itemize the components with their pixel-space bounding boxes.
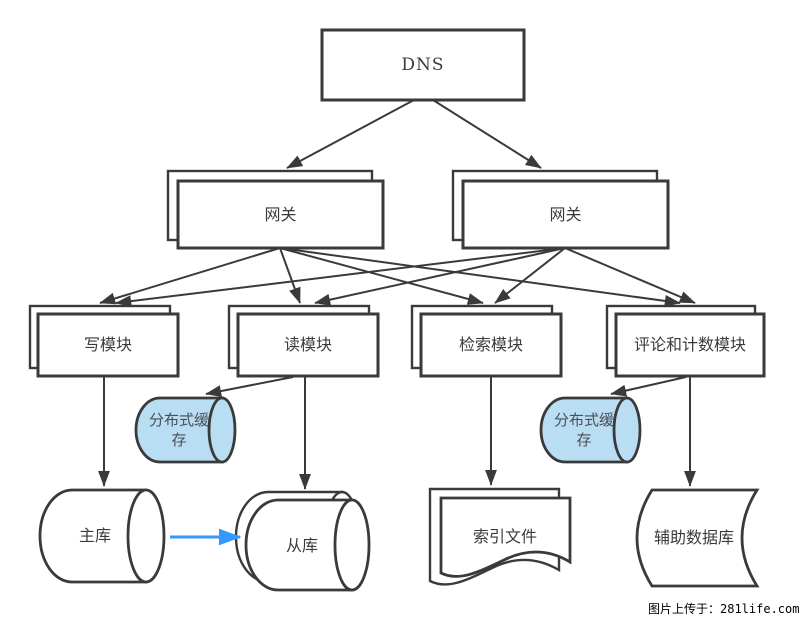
write-module-box xyxy=(28,304,180,378)
edge-gwr-read xyxy=(314,247,566,306)
edge-dns-gateway-left xyxy=(286,99,415,169)
edge-gwr-search xyxy=(494,247,566,304)
write-module-box-front xyxy=(36,312,180,378)
cache-left-cylinder xyxy=(134,396,237,464)
slave-db-cylinder xyxy=(234,490,371,592)
search-module-box xyxy=(410,304,563,378)
read-module-box-front xyxy=(236,312,380,378)
gateway-left-box xyxy=(166,169,385,250)
cache-right-cylinder xyxy=(539,396,642,464)
search-module-box-front xyxy=(419,312,563,378)
comment-count-module-box xyxy=(605,304,766,378)
edge-gwr-write xyxy=(115,247,566,308)
read-module-box xyxy=(227,304,380,378)
index-file-documents xyxy=(428,487,572,586)
gateway-left-box-front xyxy=(176,179,385,250)
edge-gwl-search xyxy=(279,247,484,305)
dns-box xyxy=(320,28,526,102)
edge-read-cache-left xyxy=(205,376,294,397)
gateway-right-box xyxy=(451,169,670,250)
edge-gwl-comment xyxy=(279,247,681,307)
edge-dns-gateway-right xyxy=(432,99,542,169)
gateway-right-box-front xyxy=(461,179,670,250)
aux-db-shape xyxy=(635,488,760,588)
edge-comment-cache-right xyxy=(610,376,687,397)
comment-count-module-box-front xyxy=(614,312,766,378)
master-db-cylinder xyxy=(38,488,166,584)
edge-gwr-comment xyxy=(564,247,696,304)
edge-gwl-read xyxy=(279,247,301,304)
watermark-text: 图片上传于：281life.com xyxy=(648,602,800,616)
edge-gwl-write xyxy=(99,247,281,305)
